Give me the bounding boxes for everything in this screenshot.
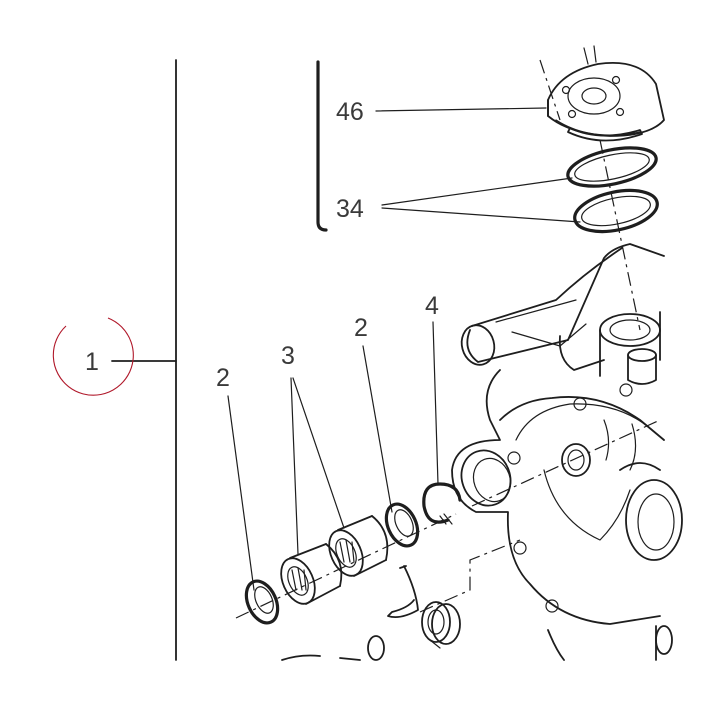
part-46-flange [547,45,665,142]
leader-lines [227,107,581,591]
callout-1: 1 [85,348,99,376]
housing-body [451,243,683,661]
highlight-circle [52,317,134,396]
axis-line-vertical [539,59,641,331]
spring-assembly [281,539,521,661]
part-2-washer-left [244,579,280,625]
part-2-washer-right [384,502,420,548]
subassembly-bracket [316,60,328,232]
part-34-orings [566,146,659,234]
part-3-bearing-b [328,515,389,577]
callout-34: 34 [336,195,364,223]
callout-3: 3 [281,342,295,370]
callout-2-right: 2 [354,314,368,342]
assembly-bracket-1 [111,59,177,661]
part-4-circlip [422,482,462,525]
callout-4: 4 [425,292,439,320]
callout-46: 46 [336,98,364,126]
part-3-bearing-a [280,543,343,605]
callout-2-left: 2 [216,364,230,392]
